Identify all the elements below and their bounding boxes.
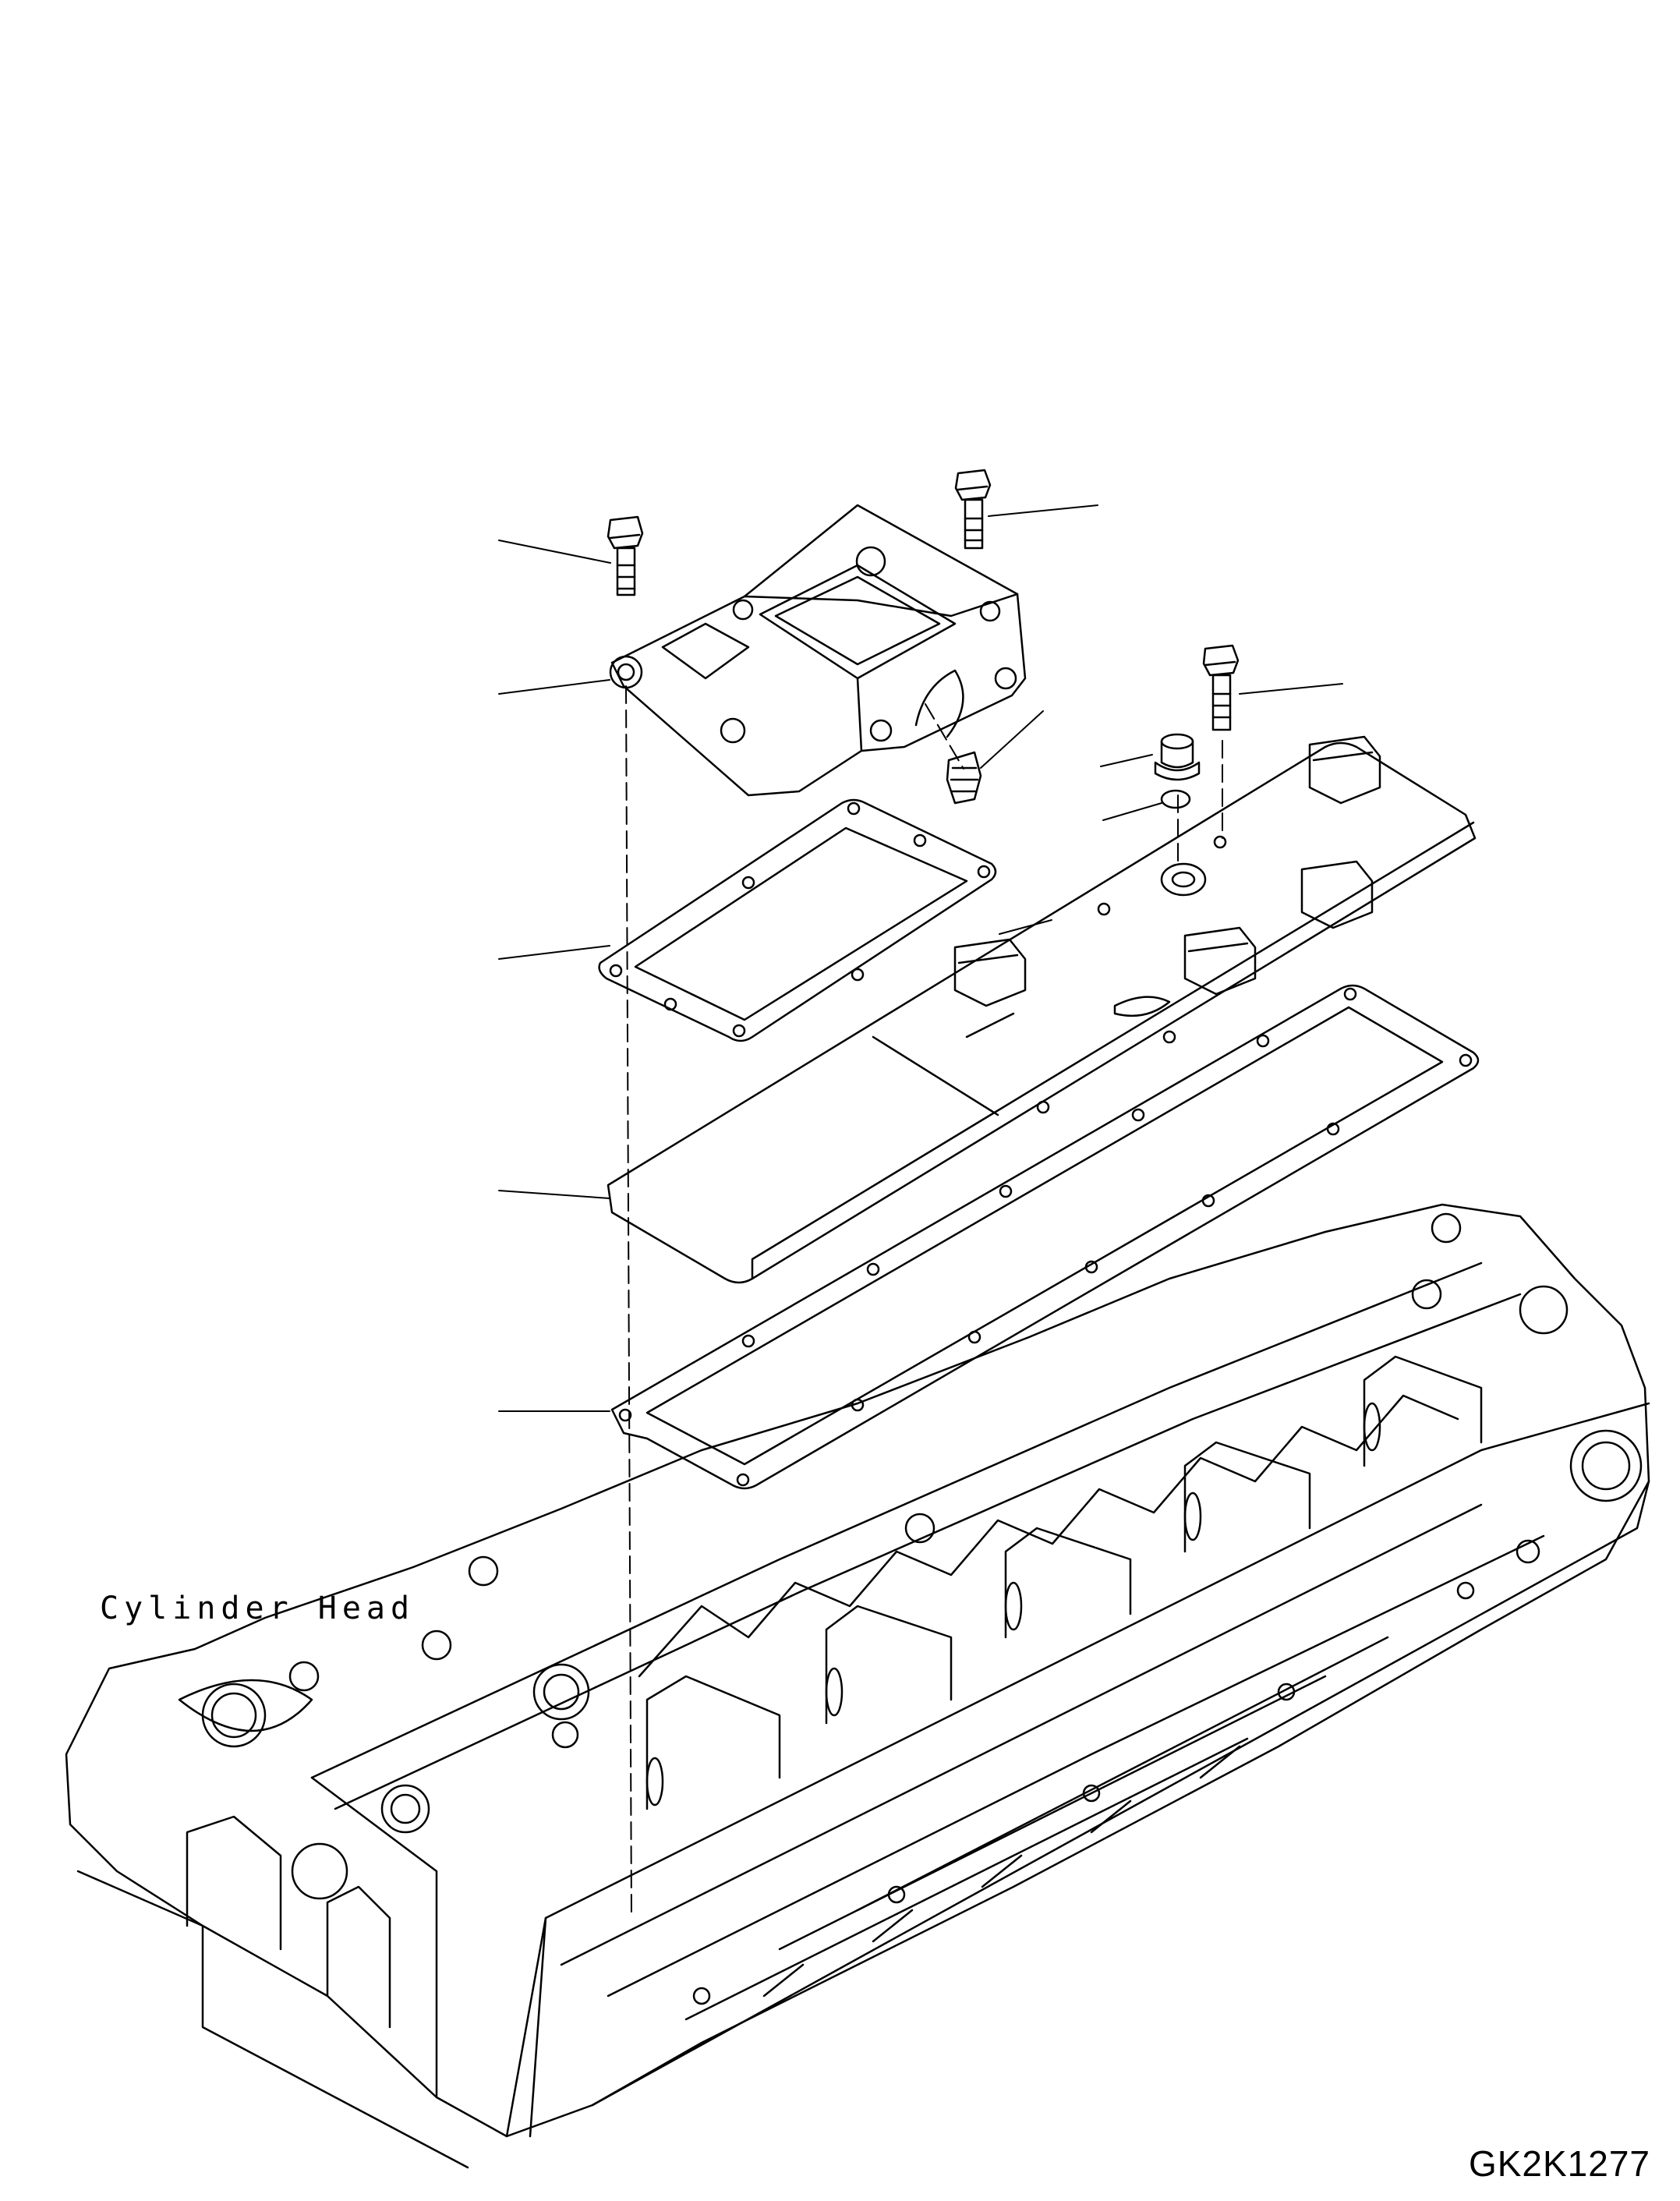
bolt-left (608, 517, 642, 595)
grommet (1155, 734, 1199, 780)
gasket-small (599, 800, 996, 1041)
leader-lines (499, 505, 1342, 1411)
plug (947, 752, 981, 803)
cylinder-head-label: Cylinder Head (100, 1591, 416, 1626)
gasket-large (612, 985, 1478, 1488)
bolt-right (1204, 646, 1238, 730)
o-ring (1162, 791, 1190, 808)
cylinder-head (66, 1205, 1649, 2167)
drawing-code: GK2K1277 (1468, 2143, 1650, 2184)
connector-housing (610, 505, 1025, 795)
bolt-top (956, 470, 990, 548)
cover-plate (608, 737, 1475, 1283)
